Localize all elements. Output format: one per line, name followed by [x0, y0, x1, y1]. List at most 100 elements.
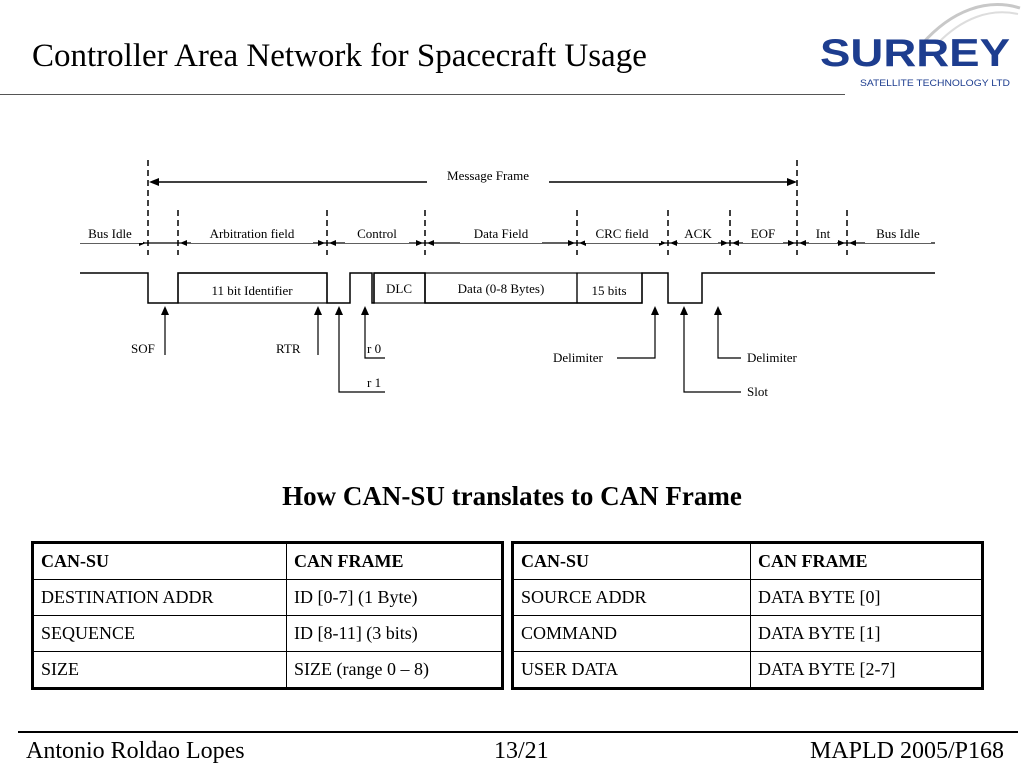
table-cell: DATA BYTE [2-7]	[750, 651, 983, 689]
mapping-table-left: CAN-SU CAN FRAME DESTINATION ADDR ID [0-…	[31, 541, 504, 690]
table-row: USER DATA DATA BYTE [2-7]	[512, 651, 983, 689]
logo-swoosh	[920, 3, 1021, 45]
arrowhead	[680, 306, 688, 315]
can-frame-diagram: Message Frame Bus Idle Arbitration field…	[77, 160, 935, 399]
table-row: SEQUENCE ID [8-11] (3 bits)	[32, 615, 503, 652]
field-labels: Bus Idle Arbitration field Control Data …	[77, 225, 931, 243]
callout-crc-delimiter: Delimiter	[553, 350, 603, 365]
table-header-cell: CAN FRAME	[286, 542, 503, 580]
arrowhead	[788, 240, 795, 246]
arrowhead	[579, 240, 586, 246]
callout-r1: r 1	[367, 375, 381, 390]
arrowhead	[799, 240, 806, 246]
surrey-logo: SURREY SATELLITE TECHNOLOGY LTD	[820, 3, 1021, 89]
label-bg	[865, 225, 931, 243]
callout-slot: Slot	[747, 384, 768, 399]
dlc-box-label: DLC	[386, 281, 412, 296]
field-label-bus-idle-right: Bus Idle	[876, 226, 920, 241]
table-header-row: CAN-SU CAN FRAME	[32, 542, 503, 580]
field-label-int: Int	[816, 226, 831, 241]
table-cell: SEQUENCE	[32, 615, 287, 652]
table-cell: DATA BYTE [1]	[750, 615, 983, 652]
data-bytes-box-label: Data (0-8 Bytes)	[458, 281, 545, 296]
table-header-cell: CAN-SU	[512, 542, 751, 580]
frame-boundaries	[147, 160, 848, 255]
table-row: SOURCE ADDR DATA BYTE [0]	[512, 579, 983, 616]
table-row: DESTINATION ADDR ID [0-7] (1 Byte)	[32, 579, 503, 616]
logo-tagline: SATELLITE TECHNOLOGY LTD	[860, 78, 1010, 89]
callout-arrowheads	[161, 306, 722, 315]
r0-pointer	[364, 310, 385, 359]
message-frame-arrowhead-left	[149, 178, 159, 186]
callout-lines	[164, 310, 741, 393]
crc-bits-box	[576, 272, 643, 304]
arrowhead	[714, 306, 722, 315]
ack-delimiter-pointer	[717, 310, 741, 359]
label-bg	[191, 225, 313, 243]
field-label-bus-idle-left: Bus Idle	[88, 226, 132, 241]
field-label-crc: CRC field	[595, 226, 649, 241]
frame-boxes	[177, 272, 643, 304]
table-cell: SIZE	[32, 651, 287, 689]
field-label-ack: ACK	[684, 226, 712, 241]
arrowhead	[180, 240, 187, 246]
arrowhead	[568, 240, 575, 246]
callout-ack-delimiter: Delimiter	[747, 350, 797, 365]
arrowhead	[329, 240, 336, 246]
crc-delimiter-pointer	[617, 310, 656, 359]
arrowhead	[670, 240, 677, 246]
table-cell: USER DATA	[512, 651, 751, 689]
arrowhead	[732, 240, 739, 246]
label-bg	[460, 225, 542, 243]
table-cell: ID [8-11] (3 bits)	[286, 615, 503, 652]
arrowhead	[314, 306, 322, 315]
footer-event: MAPLD 2005/P168	[809, 738, 1004, 764]
table-row: COMMAND DATA BYTE [1]	[512, 615, 983, 652]
label-bg	[809, 225, 837, 243]
table-row: SIZE SIZE (range 0 – 8)	[32, 651, 503, 689]
label-bg	[345, 225, 409, 243]
slot-pointer	[683, 310, 741, 393]
table-cell: DESTINATION ADDR	[32, 579, 287, 616]
footer-divider	[18, 731, 1018, 733]
field-label-eof: EOF	[751, 226, 776, 241]
slide-title: Controller Area Network for Spacecraft U…	[32, 38, 647, 74]
table-cell: DATA BYTE [0]	[750, 579, 983, 616]
logo-swoosh-inner	[936, 11, 1019, 45]
message-frame-arrowhead-right	[787, 178, 797, 186]
footer-page-number: 13/21	[494, 738, 549, 764]
arrowhead	[361, 306, 369, 315]
label-bg	[585, 225, 661, 243]
arrowhead	[416, 240, 423, 246]
crc-bits-box-label: 15 bits	[591, 283, 626, 298]
r1-pointer	[338, 310, 385, 393]
mapping-table-right: CAN-SU CAN FRAME SOURCE ADDR DATA BYTE […	[511, 541, 984, 690]
arrowhead	[651, 306, 659, 315]
arrowhead	[318, 240, 325, 246]
callout-rtr: RTR	[276, 341, 301, 356]
field-arrowheads	[139, 240, 856, 246]
logo-wordmark: SURREY	[820, 32, 1010, 75]
table-header-row: CAN-SU CAN FRAME	[512, 542, 983, 580]
title-divider	[0, 94, 845, 95]
identifier-box	[177, 272, 328, 304]
label-bg	[678, 225, 718, 243]
callout-r0: r 0	[367, 341, 381, 356]
label-bg	[77, 225, 143, 243]
table-cell: SIZE (range 0 – 8)	[286, 651, 503, 689]
table-cell: COMMAND	[512, 615, 751, 652]
footer-author: Antonio Roldao Lopes	[26, 738, 245, 764]
callout-sof: SOF	[131, 341, 155, 356]
field-label-control: Control	[357, 226, 397, 241]
table-cell: SOURCE ADDR	[512, 579, 751, 616]
field-label-data: Data Field	[474, 226, 529, 241]
label-bg	[743, 225, 783, 243]
table-cell: ID [0-7] (1 Byte)	[286, 579, 503, 616]
arrowhead	[427, 240, 434, 246]
arrowhead	[721, 240, 728, 246]
arrowhead	[838, 240, 845, 246]
arrowhead	[849, 240, 856, 246]
arrowhead	[335, 306, 343, 315]
table-header-cell: CAN FRAME	[750, 542, 983, 580]
message-frame-label: Message Frame	[447, 168, 529, 183]
